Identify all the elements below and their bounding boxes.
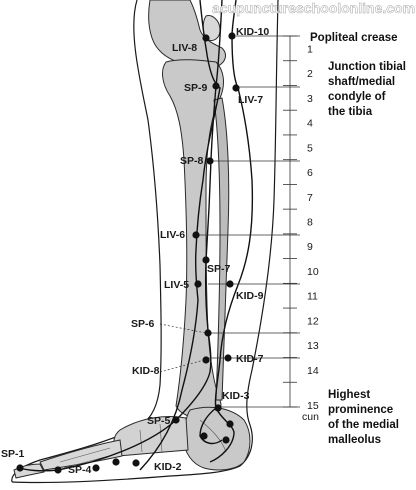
point-kid5-dot [222,436,230,444]
point-kid7-dot [224,354,232,362]
scale-number-14: 14 [307,365,319,377]
point-sp4-dot [54,466,62,474]
label-sp1: SP-1 [1,448,25,460]
label-sp6: SP-6 [131,318,155,330]
malleolus-label-1: Highest [328,389,370,401]
scale-number-11: 11 [307,291,318,303]
point-kid4-dot [226,420,234,428]
point-kid9-dot [226,280,234,288]
point-sp3-dot [112,458,120,466]
calcaneus-bone [183,406,251,471]
spleen-meridian-line [19,0,223,472]
point-liv6-dot [192,231,200,239]
bones [13,0,251,479]
scale-number-7: 7 [307,192,313,204]
leg-outline [11,0,279,484]
scale-number-3: 3 [307,93,313,105]
label-sp7: SP-7 [207,263,231,275]
junction-label-3: condyle of [328,91,386,103]
label-liv8: LIV-8 [172,42,197,54]
junction-label-1: Junction tibial [328,61,406,73]
scale-number-8: 8 [307,217,313,229]
landmark-lines [196,35,300,408]
point-kid2-dot [132,459,140,467]
malleolus-label-3: of the medial [328,419,399,431]
landmark-notes: Popliteal crease Junction tibial shaft/m… [310,32,406,446]
kidney-meridian-foot [199,407,223,445]
point-liv5-dot [194,280,202,288]
label-kid9: KID-9 [236,290,264,302]
metatarsal-bones [39,439,123,471]
point-liv7-dot [232,84,240,92]
junction-label-2: shaft/medial [328,76,395,88]
point-labels: KID-10 LIV-8 SP-9 LIV-7 SP-8 LIV-6 SP-7 … [1,26,269,476]
scale-unit: cun [302,411,319,423]
junction-label-4: the tibia [328,106,373,118]
label-kid2: KID-2 [154,461,182,473]
label-kid7: KID-7 [236,353,264,365]
liver-meridian-line [139,0,221,471]
point-sp9-dot [212,82,220,90]
point-sp6-dot [204,329,212,337]
label-sp4: SP-4 [68,464,92,476]
scale-number-9: 9 [307,241,313,253]
scale-number-1: 1 [307,43,313,55]
point-kid8-dot [202,356,210,364]
point-sp2-dot [92,464,100,472]
point-kid3-dot [214,404,222,412]
point-kid6-dot [200,432,208,440]
scale-number-10: 10 [307,266,319,278]
scale-number-4: 4 [307,118,313,130]
scale-number-6: 6 [307,167,313,179]
scale-number-5: 5 [307,142,313,154]
label-liv5: LIV-5 [164,279,189,291]
label-kid10: KID-10 [236,26,269,38]
scale-number-12: 12 [307,315,319,327]
label-liv6: LIV-6 [160,229,185,241]
popliteal-crease-label: Popliteal crease [310,32,398,44]
point-sp1-dot [16,464,24,472]
point-sp7-dot [202,256,210,264]
label-sp5: SP-5 [147,415,171,427]
label-liv7: LIV-7 [238,94,263,106]
scale-number-15: 15 [307,400,319,412]
malleolus-label-2: prominence [328,404,393,416]
point-sp8-dot [206,157,214,165]
scale-number-13: 13 [307,340,319,352]
scale-number-2: 2 [307,68,313,80]
point-liv8-dot [202,34,210,42]
acupoints [16,32,240,474]
label-kid8: KID-8 [132,365,160,377]
malleolus-label-4: malleolus [328,434,381,446]
point-kid10-dot [228,32,236,40]
label-kid3: KID-3 [222,390,250,402]
point-sp5-dot [172,416,180,424]
fibula-bone [213,97,230,401]
label-sp9: SP-9 [184,82,208,94]
label-sp8: SP-8 [180,155,204,167]
watermark-text: acupunctureschoolonline.com [212,0,415,16]
